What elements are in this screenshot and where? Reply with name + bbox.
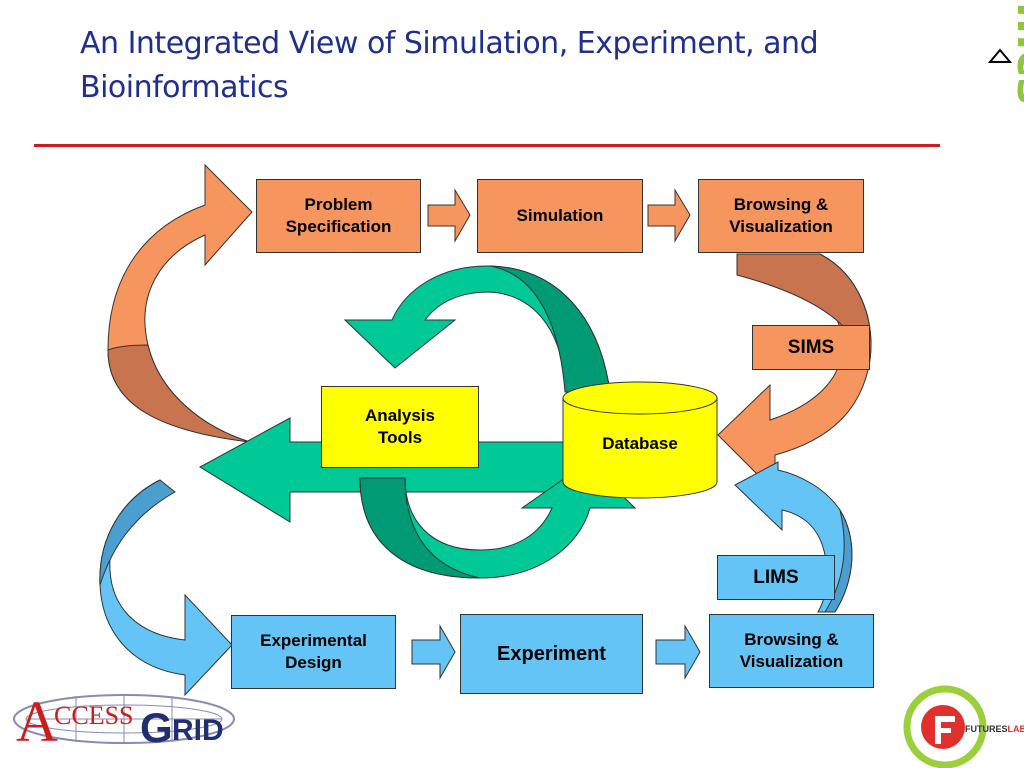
orange-loop-arrow — [107, 163, 253, 443]
database-label: Database — [602, 434, 678, 453]
mcs-logo-text: mcs — [1007, 2, 1024, 105]
experiment-box: Experiment — [460, 614, 643, 694]
analysis-tools-box: Analysis Tools — [321, 386, 479, 468]
experimental-design-box: Experimental Design — [231, 615, 396, 689]
connector-arrow — [647, 188, 691, 243]
access-grid-rid: RID — [172, 714, 224, 746]
blue-loop-arrow — [99, 479, 233, 697]
database-cylinder — [562, 381, 718, 499]
svg-text:FUTURESLAB: FUTURESLAB — [965, 724, 1024, 734]
access-grid-a: A — [16, 689, 58, 746]
lims-box: LIMS — [717, 555, 835, 600]
simulation-box: Simulation — [477, 179, 643, 253]
title-divider — [34, 144, 940, 147]
green-bottom-loop-arrow — [359, 461, 637, 579]
access-grid-logo: A CCESS G RID — [13, 689, 235, 746]
futures-lab-text: LAB — [1008, 724, 1024, 734]
access-grid-ccess: CCESS — [54, 701, 134, 730]
problem-specification-box: Problem Specification — [256, 179, 421, 253]
connector-arrow — [655, 624, 701, 680]
futures-text: FUTURES — [965, 724, 1008, 734]
sim-browsing-visualization-box: Browsing & Visualization — [698, 179, 864, 253]
page-title: An Integrated View of Simulation, Experi… — [80, 26, 819, 105]
sims-box: SIMS — [752, 325, 870, 370]
connector-arrow — [427, 188, 471, 243]
connector-arrow — [411, 624, 456, 680]
exp-browsing-visualization-box: Browsing & Visualization — [709, 614, 874, 688]
green-horizontal-arrow — [199, 417, 591, 523]
green-top-loop-arrow — [343, 265, 611, 393]
mcs-logo: mcs — [976, 0, 1024, 130]
access-grid-g: G — [140, 704, 173, 746]
futures-lab-logo: FUTURESLAB — [903, 685, 1024, 768]
orange-right-arrow — [717, 253, 872, 494]
